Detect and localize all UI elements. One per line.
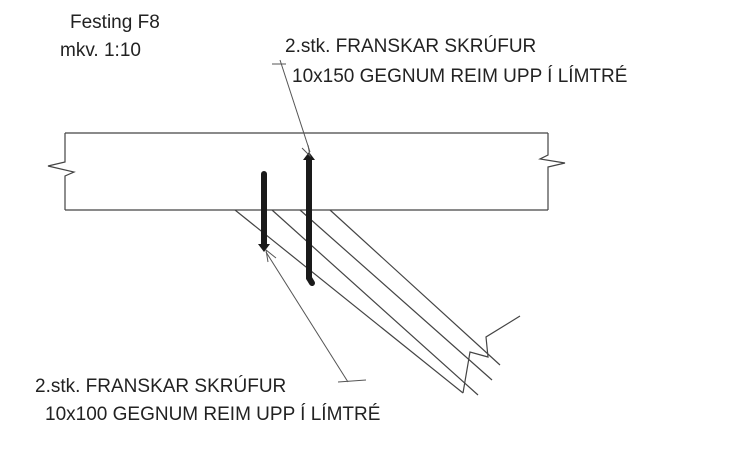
title-line-1: Festing F8 (70, 12, 160, 33)
beam-left-break-mark (47, 133, 76, 210)
leader-top-arrow (301, 144, 311, 158)
strap-edge-4 (329, 209, 501, 366)
callout-top-line-2: 10x150 GEGNUM REIM UPP Í LÍMTRÉ (292, 66, 627, 87)
screw-10x150-head (303, 152, 315, 160)
leader-bottom (265, 248, 367, 383)
leader-bottom-tick (337, 379, 367, 383)
strap-edge-3 (299, 209, 493, 381)
leader-top-line (279, 59, 311, 153)
strap (234, 209, 521, 396)
leader-bottom-arrow (265, 248, 277, 263)
screw-10x100-head (258, 244, 270, 252)
screw-10x100 (258, 171, 270, 252)
screw-10x150 (303, 152, 315, 286)
leader-bottom-line (265, 251, 349, 383)
callout-bottom-line-1: 2.stk. FRANSKAR SKRÚFUR (35, 375, 286, 397)
strap-edge-1 (234, 209, 464, 394)
callout-top-line-1: 2.stk. FRANSKAR SKRÚFUR (285, 35, 536, 57)
strap-edge-2 (271, 209, 479, 396)
callout-bottom-line-2: 10x100 GEGNUM REIM UPP Í LÍMTRÉ (45, 404, 380, 425)
strap-break-mark (462, 315, 521, 394)
beam-right-break-mark (538, 133, 566, 210)
screw-10x150-tip (306, 275, 315, 286)
title-line-2: mkv. 1:10 (60, 40, 141, 61)
leader-top (272, 59, 311, 158)
